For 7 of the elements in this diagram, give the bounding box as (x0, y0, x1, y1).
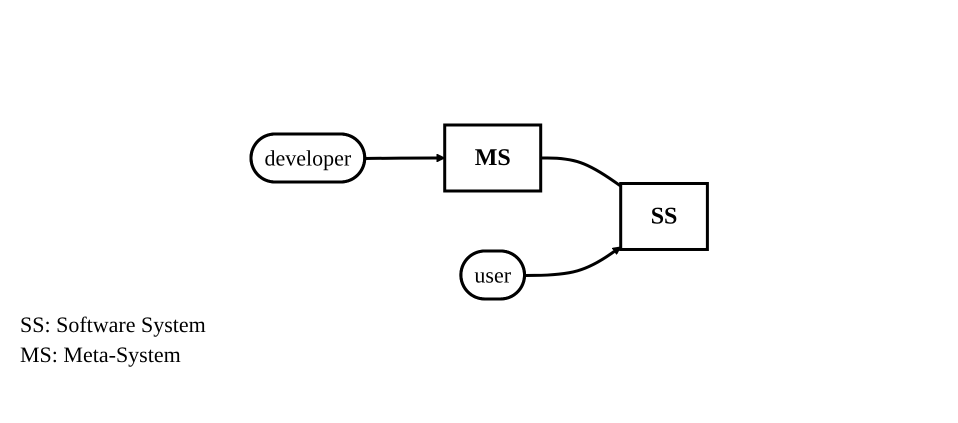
arrow (365, 153, 445, 162)
arrow (524, 246, 621, 276)
node-box: SS (619, 182, 709, 250)
node-box: MS (443, 123, 542, 192)
connector (540, 156, 622, 187)
abbreviation-note: MS: Meta-System (20, 341, 181, 369)
abbreviation-note: SS: Software System (20, 311, 206, 339)
